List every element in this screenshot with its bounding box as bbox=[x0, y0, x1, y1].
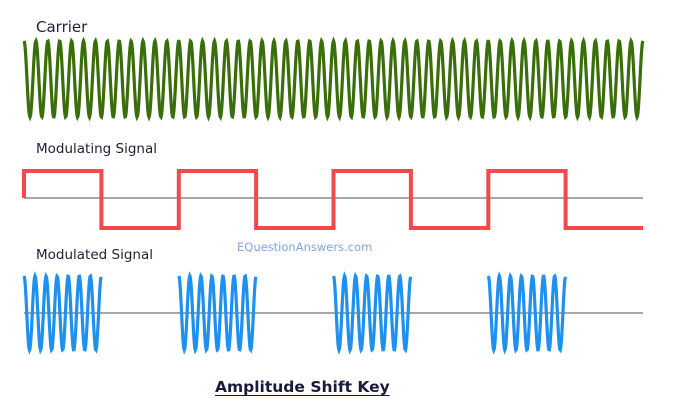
modulating-square-wave bbox=[22, 169, 643, 230]
modulated-burst bbox=[22, 271, 103, 355]
modulated-burst bbox=[331, 271, 413, 355]
modulated-signal-label: Modulated Signal bbox=[36, 247, 153, 263]
modulated-signal bbox=[22, 271, 567, 355]
carrier-label: Carrier bbox=[36, 18, 88, 36]
watermark: EQuestionAnswers.com bbox=[237, 240, 373, 254]
carrier-wave bbox=[22, 36, 645, 122]
diagram-title: Amplitude Shift Key bbox=[215, 378, 390, 396]
modulating-signal-label: Modulating Signal bbox=[36, 141, 157, 157]
modulated-burst bbox=[177, 271, 258, 355]
modulated-burst bbox=[486, 271, 567, 355]
